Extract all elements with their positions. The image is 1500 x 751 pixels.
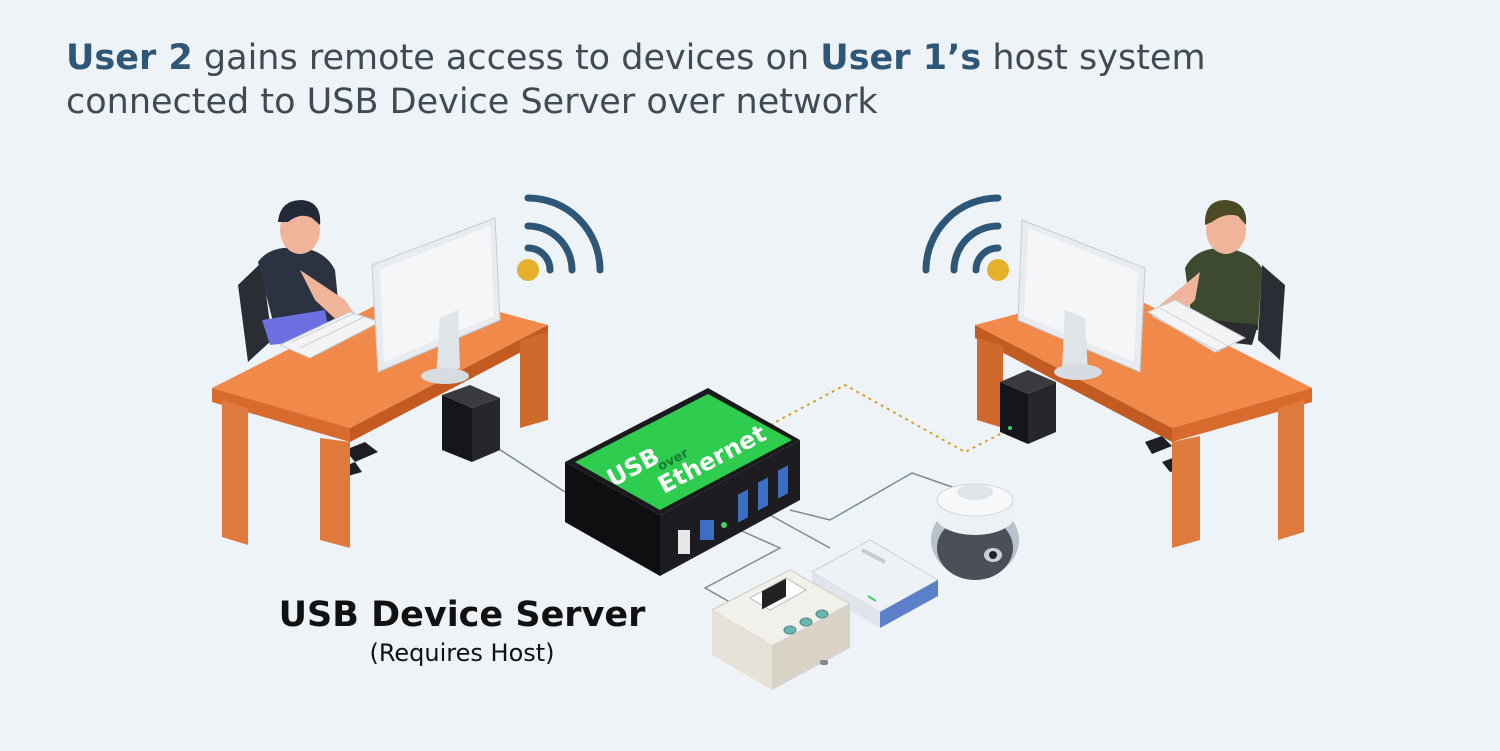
headline-part2: host system: [981, 38, 1206, 78]
usb-ports: [678, 465, 788, 554]
left-desk-leg-left: [222, 400, 248, 545]
left-chair: [238, 262, 272, 362]
left-desk-panel: [320, 438, 350, 548]
left-desk-leg-right: [520, 332, 548, 428]
usb-hub-icon: [810, 539, 940, 628]
left-wifi-icon: [517, 194, 604, 281]
printer-icon: [710, 569, 852, 690]
usb-device-server: USB over Ethernet: [565, 388, 800, 576]
left-person-arm: [300, 270, 360, 328]
status-led: [721, 522, 727, 528]
server-caption: USB Device Server (Requires Host): [262, 592, 662, 668]
left-workstation: [212, 194, 604, 548]
right-desk-left-edge: [975, 325, 1172, 442]
left-desk-front: [212, 388, 350, 442]
server-caption-title: USB Device Server: [278, 595, 646, 635]
right-desk-front: [1172, 388, 1312, 442]
right-desk-panel: [1172, 436, 1200, 548]
right-desk-leg-right: [1278, 400, 1304, 540]
right-chair: [1258, 265, 1285, 360]
right-keyboard-icon: [1146, 299, 1247, 353]
left-desktop-monitor-icon: [371, 217, 501, 384]
server-front-right: [660, 440, 800, 576]
server-badge: [575, 394, 792, 510]
headline-user2: User 2: [66, 38, 193, 78]
server-front-left: [565, 462, 660, 576]
cable-server-to-webcam: [789, 472, 956, 521]
headline: User 2 gains remote access to devices on…: [66, 36, 1446, 124]
cables: [484, 383, 1009, 606]
left-person-torso: [258, 247, 340, 330]
right-desktop-monitor-icon: [1017, 219, 1146, 380]
right-workstation: [922, 194, 1312, 548]
ethernet-port: [700, 520, 714, 540]
headline-part1: gains remote access to devices on: [192, 38, 821, 78]
headline-user1: User 1’s: [820, 38, 982, 78]
right-desk-leg-left: [977, 338, 1003, 428]
network-link-dotted: [769, 383, 1009, 454]
right-person-torso: [1185, 248, 1262, 330]
left-pc-tower-icon: [442, 385, 500, 462]
power-switch: [678, 530, 690, 554]
webcam-icon: [931, 483, 1019, 580]
left-person-hair: [278, 200, 321, 225]
right-wifi-icon: [922, 194, 1009, 281]
cable-server-to-hub: [769, 514, 831, 549]
cable-server-to-printer: [703, 527, 782, 606]
server-caption-subtitle: (Requires Host): [369, 639, 555, 667]
right-pc-tower-icon: [1000, 370, 1056, 444]
right-person-hair: [1204, 200, 1247, 225]
headline-line2: connected to USB Device Server over netw…: [66, 82, 878, 122]
